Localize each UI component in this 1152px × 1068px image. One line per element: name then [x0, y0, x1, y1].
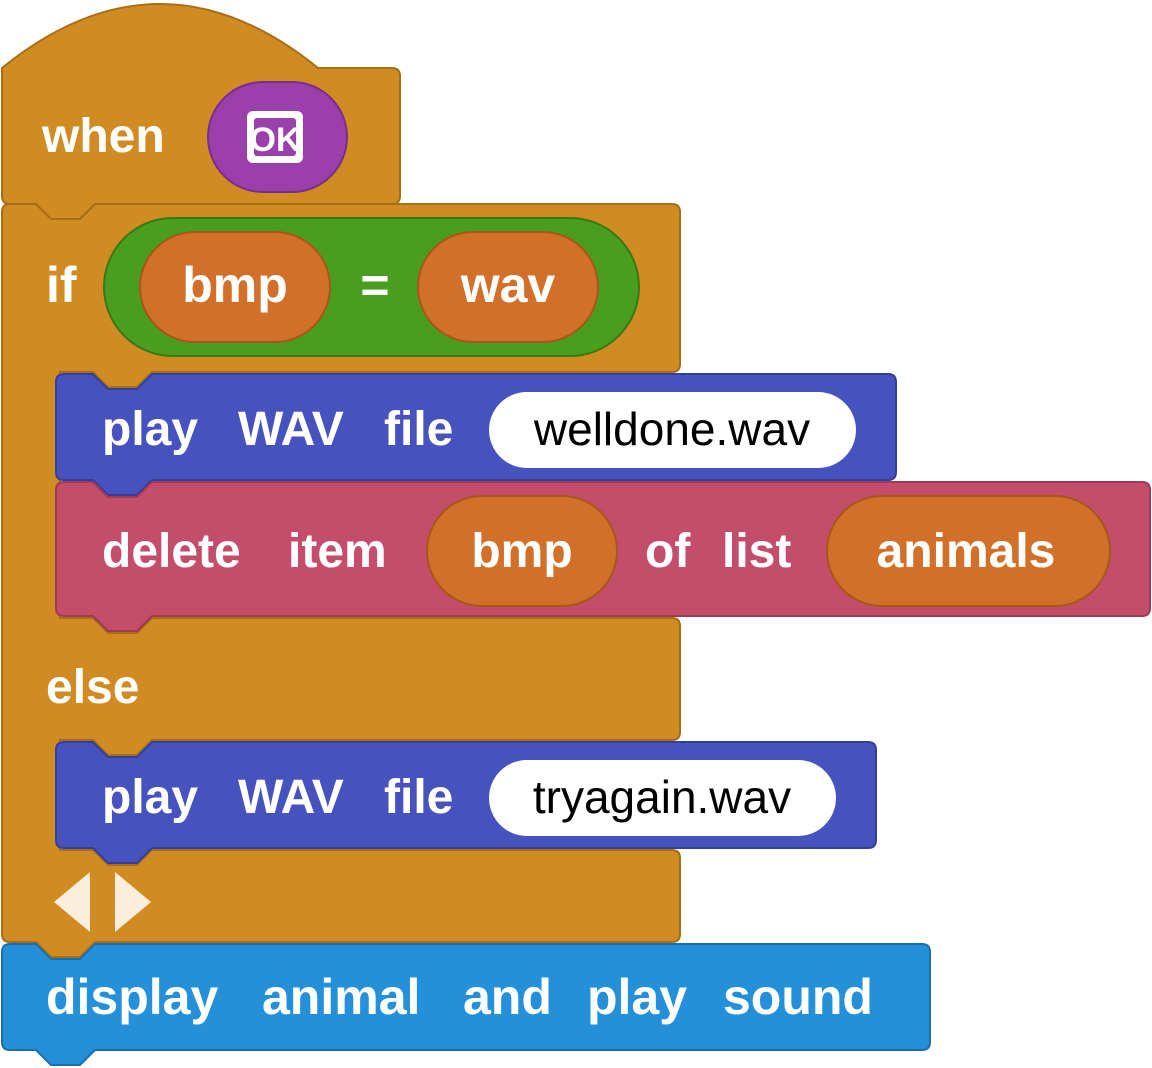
filename-input[interactable]: tryagain.wav [489, 760, 836, 836]
of-label: of [645, 525, 691, 578]
animals-list-reporter[interactable]: animals [826, 495, 1111, 607]
if-else-block[interactable]: if bmp = wav else [1, 203, 681, 958]
condition-left-label: bmp [182, 257, 288, 313]
ok-button-icon: OK [247, 111, 303, 163]
wav-variable-reporter[interactable]: wav [417, 231, 599, 343]
animal-label: animal [262, 969, 420, 1025]
wav-label: WAV [238, 403, 344, 456]
display-label: display [46, 969, 218, 1025]
file-label: file [384, 403, 453, 456]
equals-operator[interactable]: bmp = wav [103, 217, 640, 357]
index-label: bmp [471, 525, 572, 578]
filename-input[interactable]: welldone.wav [489, 392, 856, 468]
else-arrows[interactable] [54, 872, 151, 932]
list-label: list [722, 525, 791, 578]
equals-sign: = [360, 257, 389, 313]
list-name-label: animals [877, 525, 1056, 578]
arrow-right-icon[interactable] [115, 872, 151, 932]
play-wav-file-block-else[interactable]: play WAV file tryagain.wav [55, 741, 877, 864]
if-label: if [46, 257, 77, 313]
filename-value[interactable]: welldone.wav [533, 403, 810, 455]
wav-label: WAV [238, 771, 344, 824]
ok-button-reporter[interactable]: OK [207, 81, 348, 193]
sound-label: sound [723, 969, 873, 1025]
bmp-variable-reporter[interactable]: bmp [139, 231, 331, 343]
ok-button-label: OK [250, 121, 301, 159]
play-label: play [102, 403, 198, 456]
and-label: and [463, 969, 552, 1025]
custom-block-display-animal[interactable]: display animal and play sound [1, 943, 931, 1066]
play-label: play [587, 969, 687, 1025]
play-label: play [102, 771, 198, 824]
file-label: file [384, 771, 453, 824]
else-label: else [46, 661, 139, 714]
bmp-index-reporter[interactable]: bmp [426, 495, 618, 607]
delete-item-of-list-block[interactable]: delete item bmp of list animals [55, 481, 1151, 632]
condition-right-label: wav [460, 257, 556, 313]
delete-label: delete [102, 525, 241, 578]
play-wav-file-block[interactable]: play WAV file welldone.wav [55, 373, 897, 496]
arrow-left-icon[interactable] [54, 872, 90, 932]
filename-value[interactable]: tryagain.wav [533, 771, 791, 823]
when-label: when [41, 110, 165, 163]
item-label: item [288, 525, 387, 578]
when-button-pressed-block[interactable]: when OK [0, 3, 401, 220]
